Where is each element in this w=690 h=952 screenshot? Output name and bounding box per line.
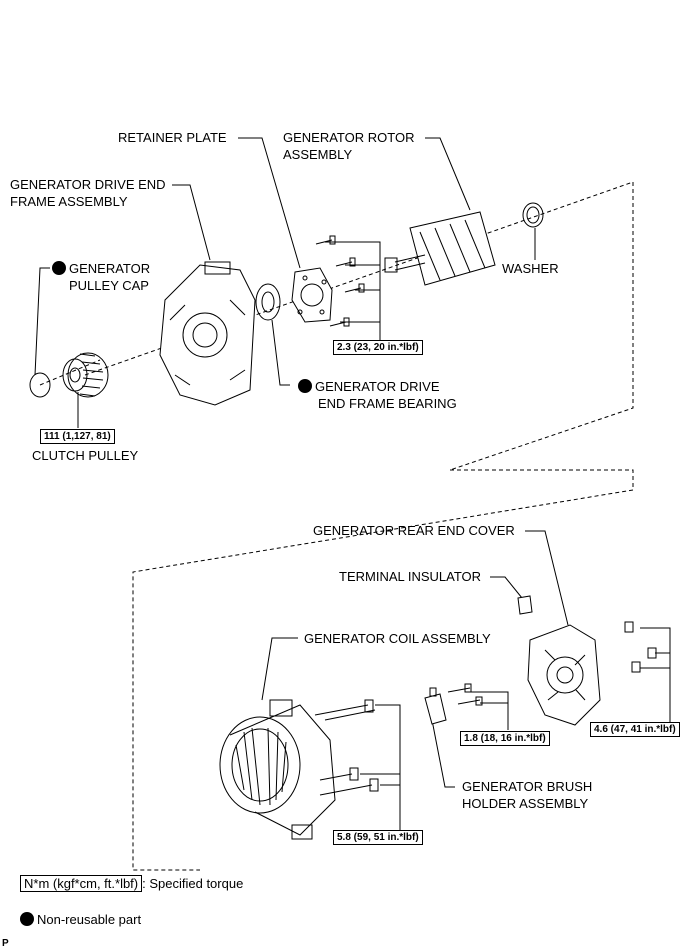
coil-assembly-label: GENERATOR COIL ASSEMBLY	[304, 631, 491, 646]
pulley-cap-shape	[29, 372, 51, 398]
nonreusable-mark-icon	[298, 379, 312, 393]
drive-end-frame-shape	[159, 261, 256, 406]
bearing-shape	[255, 283, 281, 321]
corner-mark: P	[2, 938, 9, 949]
rotor-label-line2: ASSEMBLY	[283, 147, 353, 162]
legend-torque-unit: N*m (kgf*cm, ft.*lbf)	[20, 875, 143, 892]
brush-holder-shape	[424, 687, 447, 725]
legend-torque-desc: : Specified torque	[142, 876, 244, 891]
torque-coil: 5.8 (59, 51 in.*lbf)	[333, 830, 423, 845]
nonreusable-mark-icon	[20, 912, 34, 926]
drive-end-frame-label-line2: FRAME ASSEMBLY	[10, 194, 128, 209]
clutch-pulley-label: CLUTCH PULLEY	[32, 448, 139, 463]
retainer-screws	[315, 235, 365, 327]
coil-assembly-shape	[219, 699, 336, 840]
pulley-cap-label-text: GENERATOR	[69, 261, 151, 276]
terminal-insulator-shape	[517, 595, 533, 615]
clutch-pulley-shape	[62, 352, 109, 398]
rear-end-cover-shape	[527, 624, 601, 726]
brush-holder-label-line2: HOLDER ASSEMBLY	[462, 796, 589, 811]
bearing-label-line1: GENERATOR DRIVE	[298, 379, 439, 395]
legend-torque: N*m (kgf*cm, ft.*lbf): Specified torque	[20, 875, 244, 892]
torque-rear-cover: 4.6 (47, 41 in.*lbf)	[590, 722, 680, 737]
nonreusable-mark-icon	[52, 261, 66, 275]
torque-brush-holder: 1.8 (18, 16 in.*lbf)	[460, 731, 550, 746]
pulley-cap-label-line1: GENERATOR	[52, 261, 150, 277]
retainer-plate-label: RETAINER PLATE	[118, 130, 227, 145]
rotor-label-line1: GENERATOR ROTOR	[283, 130, 415, 145]
terminal-insulator-label: TERMINAL INSULATOR	[339, 569, 482, 584]
legend-nonreusable-text: Non-reusable part	[37, 912, 142, 927]
assembly-dashed-line-lower	[132, 469, 634, 871]
washer-shape	[522, 202, 544, 228]
retainer-plate-shape	[291, 267, 333, 323]
brush-holder-label-line1: GENERATOR BRUSH	[462, 779, 593, 794]
torque-clutch-pulley: 111 (1,127, 81)	[40, 429, 115, 444]
bearing-label-text: GENERATOR DRIVE	[315, 379, 440, 394]
torque-retainer-plate: 2.3 (23, 20 in.*lbf)	[333, 340, 423, 355]
rotor-shape	[384, 211, 496, 286]
rear-end-cover-label: GENERATOR REAR END COVER	[313, 523, 515, 538]
drive-end-frame-label-line1: GENERATOR DRIVE END	[10, 177, 166, 192]
legend-nonreusable: Non-reusable part	[20, 912, 141, 928]
assembly-dashed-line	[84, 181, 634, 471]
washer-label: WASHER	[502, 261, 559, 276]
pulley-cap-label-line2: PULLEY CAP	[69, 278, 149, 293]
bearing-label-line2: END FRAME BEARING	[318, 396, 457, 411]
